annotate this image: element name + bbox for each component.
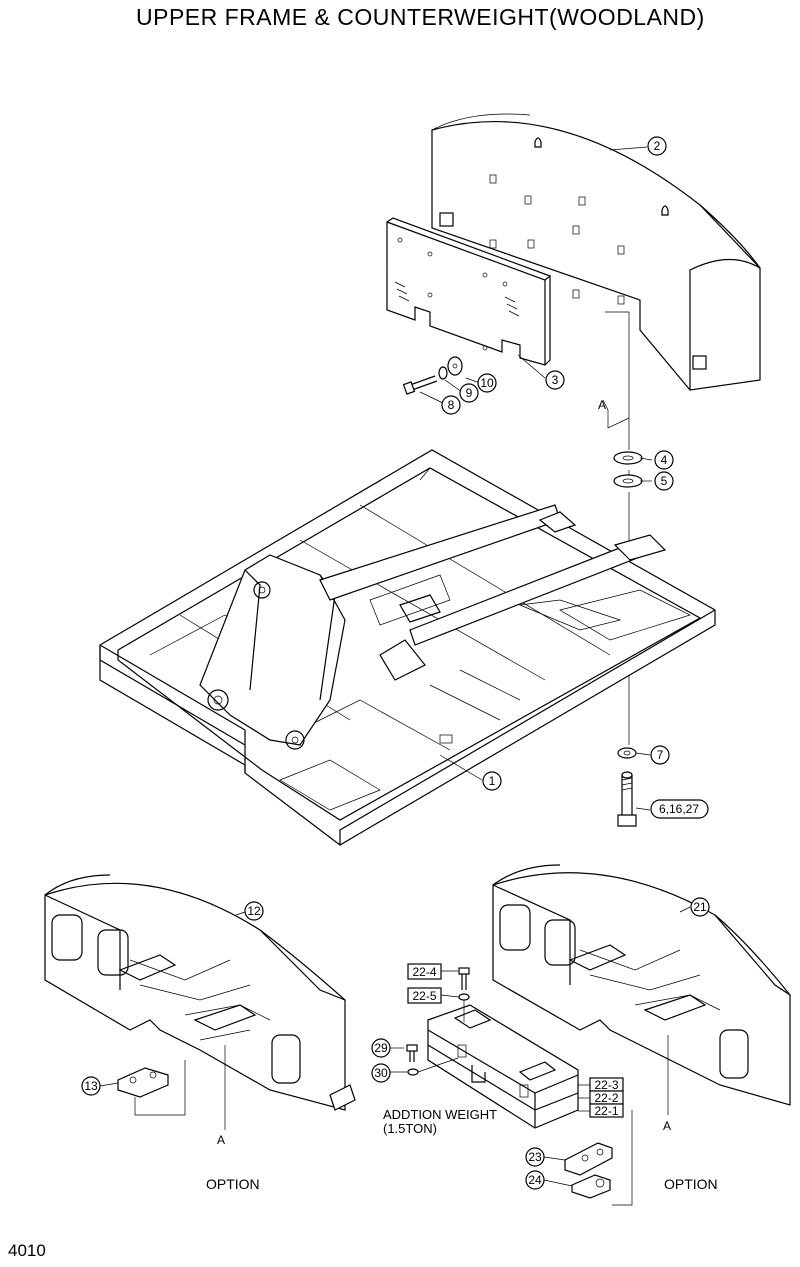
label-22-5: 22-5 (412, 989, 436, 1003)
page-title: UPPER FRAME & COUNTERWEIGHT(WOODLAND) (136, 4, 705, 30)
label-22-4: 22-4 (412, 965, 436, 979)
callout-23: 23 (528, 1150, 542, 1164)
addition-weight-line-2: (1.5TON) (383, 1121, 437, 1136)
callout-5: 5 (661, 474, 668, 488)
bolt-22-4 (458, 967, 470, 990)
callout-7: 7 (657, 748, 664, 762)
washer-7 (617, 747, 637, 759)
callout-21: 21 (693, 900, 707, 914)
option-label-left: OPTION (206, 1176, 260, 1192)
washer-5 (613, 474, 643, 488)
upper-frame (99, 449, 716, 846)
addition-weight-line-1: ADDTION WEIGHT (383, 1107, 498, 1122)
plate-13 (117, 1067, 169, 1098)
callout-3: 3 (552, 373, 559, 387)
addition-weight-label: ADDTION WEIGHT (1.5TON) (383, 1108, 497, 1136)
callout-13: 13 (84, 1079, 98, 1093)
addition-weight (427, 1004, 579, 1129)
label-22-3: 22-3 (594, 1078, 618, 1092)
plate-23 (564, 1142, 613, 1176)
callout-6-16-27: 6,16,27 (659, 802, 699, 816)
callout-29: 29 (374, 1041, 388, 1055)
option-label-right: OPTION (664, 1176, 718, 1192)
callout-30: 30 (374, 1066, 388, 1080)
label-22-1: 22-1 (594, 1104, 618, 1118)
bracket-plate (386, 217, 552, 366)
label-22-2: 22-2 (594, 1091, 618, 1105)
view-label-a-left: A (217, 1133, 225, 1147)
callout-8: 8 (448, 398, 455, 412)
counterweight-option-12 (44, 874, 356, 1111)
view-label-a-right: A (663, 1119, 671, 1133)
counterweight (431, 113, 761, 391)
callout-1: 1 (489, 774, 496, 788)
callout-4: 4 (661, 453, 668, 467)
callout-12: 12 (247, 904, 261, 918)
counterweight-option-21 (492, 864, 791, 1106)
callout-2: 2 (654, 139, 661, 153)
callout-10: 10 (480, 376, 494, 390)
view-label-a-top: A (598, 398, 606, 412)
bolt-washer-group (402, 356, 463, 395)
bolt-29 (406, 1044, 418, 1062)
callout-24: 24 (528, 1173, 542, 1187)
callout-9: 9 (466, 386, 473, 400)
page-number: 4010 (8, 1241, 46, 1260)
washer-4 (613, 451, 643, 465)
plate-24 (571, 1174, 611, 1199)
mounting-bolt (617, 771, 637, 827)
